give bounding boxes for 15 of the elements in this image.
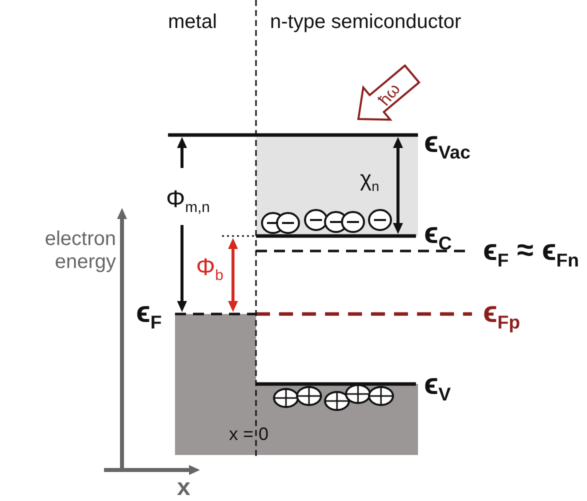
region-label: n-type semiconductor: [270, 12, 462, 32]
position-label: x = 0: [229, 425, 269, 443]
energy-level-label: ϵ$_{Vac}$: [424, 128, 470, 162]
energy-level-label: ϵ$_{C}$: [424, 219, 452, 254]
axis-title: electron energy: [44, 228, 116, 274]
barrier-height-label: Φ$_{b}$: [196, 256, 224, 284]
energy-level-label: ϵ$_{Fp}$: [483, 298, 520, 332]
photon-label: ħω: [376, 80, 404, 109]
work-function-label: Φ$_{m,n}$: [166, 188, 210, 216]
energy-level-label: ϵ$_{F}$ ≈ ϵ$_{Fn}$: [483, 236, 579, 270]
energy-level-label: ϵ$_{F}$: [136, 298, 162, 332]
electron-affinity-label: χ$_{n}$: [360, 168, 380, 194]
energy-level-label: ϵ$_{V}$: [424, 370, 451, 404]
region-label: metal: [168, 12, 217, 32]
axis-title: x: [177, 476, 190, 500]
